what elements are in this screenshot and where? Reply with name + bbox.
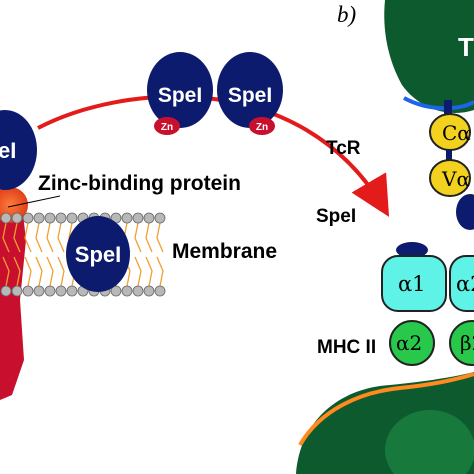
apc-cell-shape bbox=[296, 372, 474, 474]
svg-text:eI: eI bbox=[0, 138, 16, 163]
v-alpha-label: Vα bbox=[441, 167, 470, 191]
tcr-chain: Cα Vα bbox=[429, 100, 474, 230]
alpha1-label: α1 bbox=[398, 272, 426, 296]
c-alpha-label: Cα bbox=[442, 121, 471, 145]
beta2-label: β2 bbox=[460, 331, 474, 355]
alpha2-bottom-label: α2 bbox=[396, 331, 422, 355]
t-cell-label: T bbox=[458, 32, 474, 62]
panel-label: b) bbox=[337, 2, 356, 27]
spei-dimer-label-2: SpeI bbox=[228, 84, 272, 107]
spei-membrane-label: SpeI bbox=[75, 242, 121, 267]
membrane-label: Membrane bbox=[172, 240, 277, 263]
spei-side-label: SpeI bbox=[316, 206, 356, 227]
t-cell-shape: T bbox=[384, 0, 474, 113]
spei-partial-left: eI bbox=[0, 110, 37, 190]
zn-label-1: Zn bbox=[161, 122, 173, 133]
tcr-label: TcR bbox=[326, 138, 361, 159]
zinc-binding-protein-label: Zinc-binding protein bbox=[38, 172, 241, 195]
mhc-label: MHC II bbox=[317, 337, 376, 358]
zn-label-2: Zn bbox=[256, 122, 268, 133]
spei-membrane: SpeI bbox=[66, 216, 130, 292]
spei-dimer-label-1: SpeI bbox=[158, 84, 202, 107]
spei-on-mhc bbox=[396, 242, 428, 258]
mhc-ii-domains: α1 α2 α2 β2 bbox=[381, 255, 474, 366]
zinc-binding-pointer bbox=[7, 195, 61, 208]
zinc-binding-protein-shape bbox=[0, 187, 28, 400]
alpha2-top-label: α2 bbox=[456, 272, 474, 296]
spei-dimer: SpeI SpeI Zn Zn bbox=[147, 52, 283, 135]
